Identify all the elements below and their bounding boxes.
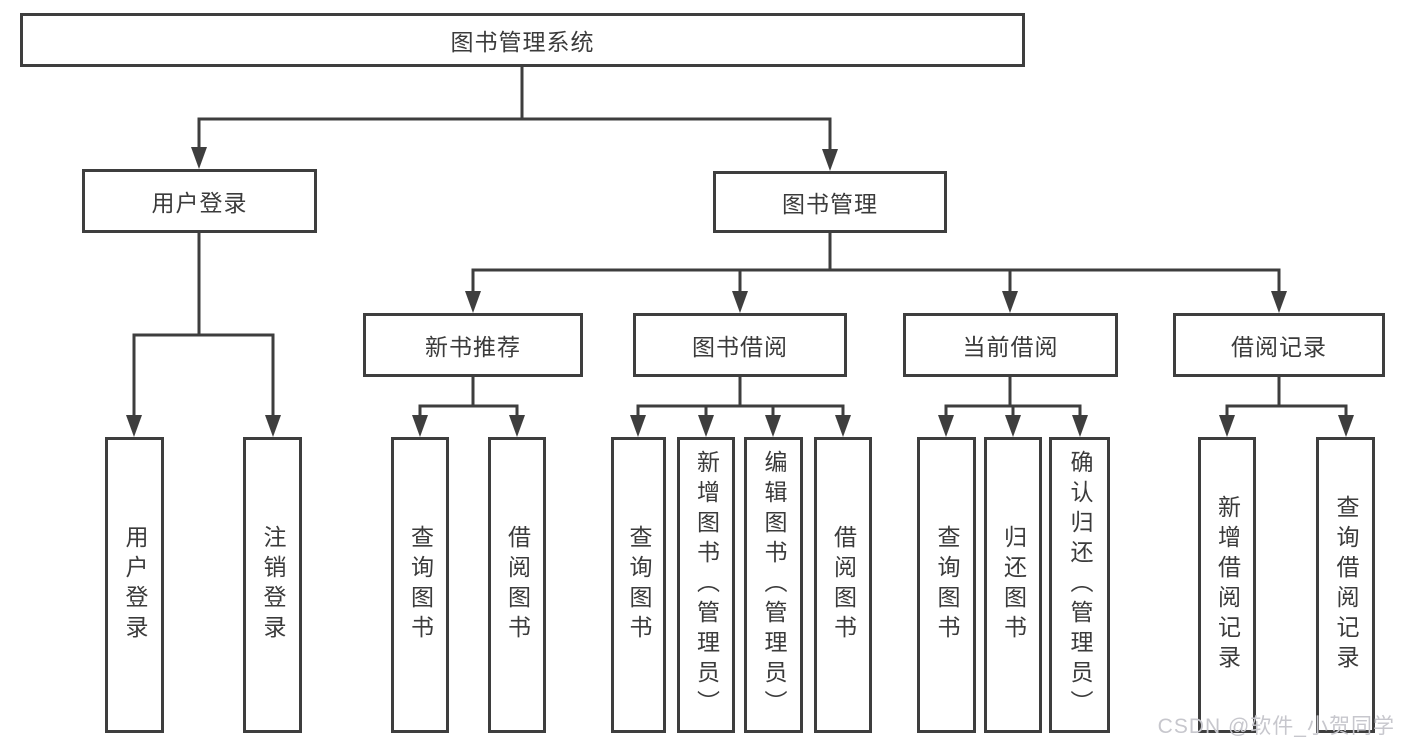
leaf-label: 查询图书 [407, 525, 434, 645]
arrowhead-icon [1338, 415, 1354, 437]
leaf-label: 编辑图书（管理员） [761, 450, 787, 720]
csdn-watermark: CSDN @软件_小贺同学 [1157, 715, 1395, 738]
node-book-borrow: 图书借阅 [633, 313, 847, 377]
leaf-add-book-admin: 新增图书（管理员） [677, 437, 735, 733]
node-book-management: 图书管理 [713, 171, 947, 233]
leaf-confirm-return-admin: 确认归还（管理员） [1049, 437, 1110, 733]
leaf-label: 借阅图书 [504, 525, 531, 645]
arrowhead-icon [1072, 415, 1088, 437]
arrowhead-icon [1005, 415, 1021, 437]
arrowhead-icon [938, 415, 954, 437]
node-new-book-recommend: 新书推荐 [363, 313, 583, 377]
arrowhead-icon [509, 415, 525, 437]
leaf-label: 查询图书 [934, 525, 960, 645]
leaf-user-login: 用户登录 [105, 437, 164, 733]
leaf-add-borrow-record: 新增借阅记录 [1198, 437, 1256, 733]
arrowhead-icon [191, 147, 207, 169]
arrowhead-icon [265, 415, 281, 437]
node-user-login: 用户登录 [82, 169, 317, 233]
leaf-label: 查询借阅记录 [1333, 495, 1359, 675]
arrowhead-icon [412, 415, 428, 437]
leaf-logout: 注销登录 [243, 437, 302, 733]
arrowhead-icon [465, 291, 481, 313]
leaf-query-books-recommend: 查询图书 [391, 437, 449, 733]
leaf-borrow-books: 借阅图书 [814, 437, 872, 733]
arrowhead-icon [698, 415, 714, 437]
leaf-return-book: 归还图书 [984, 437, 1042, 733]
leaf-borrow-books-recommend: 借阅图书 [488, 437, 546, 733]
leaf-label: 查询图书 [626, 525, 652, 645]
arrowhead-icon [765, 415, 781, 437]
arrowhead-icon [732, 291, 748, 313]
arrowhead-icon [1219, 415, 1235, 437]
leaf-label: 用户登录 [122, 525, 148, 645]
leaf-label: 确认归还（管理员） [1067, 450, 1093, 720]
arrowhead-icon [1002, 291, 1018, 313]
node-library-system: 图书管理系统 [20, 13, 1025, 67]
arrowhead-icon [630, 415, 646, 437]
node-borrow-records: 借阅记录 [1173, 313, 1385, 377]
arrowhead-icon [126, 415, 142, 437]
leaf-label: 借阅图书 [830, 525, 857, 645]
leaf-label: 新增借阅记录 [1214, 495, 1241, 675]
leaf-edit-book-admin: 编辑图书（管理员） [744, 437, 803, 733]
leaf-label: 新增图书（管理员） [693, 450, 720, 720]
node-current-borrow: 当前借阅 [903, 313, 1118, 377]
arrowhead-icon [822, 149, 838, 171]
leaf-query-borrow-record: 查询借阅记录 [1316, 437, 1375, 733]
leaf-query-books-current: 查询图书 [917, 437, 976, 733]
arrowhead-icon [1271, 291, 1287, 313]
leaf-label: 归还图书 [1000, 525, 1027, 645]
leaf-query-books-borrow: 查询图书 [611, 437, 666, 733]
leaf-label: 注销登录 [260, 525, 286, 645]
arrowhead-icon [835, 415, 851, 437]
